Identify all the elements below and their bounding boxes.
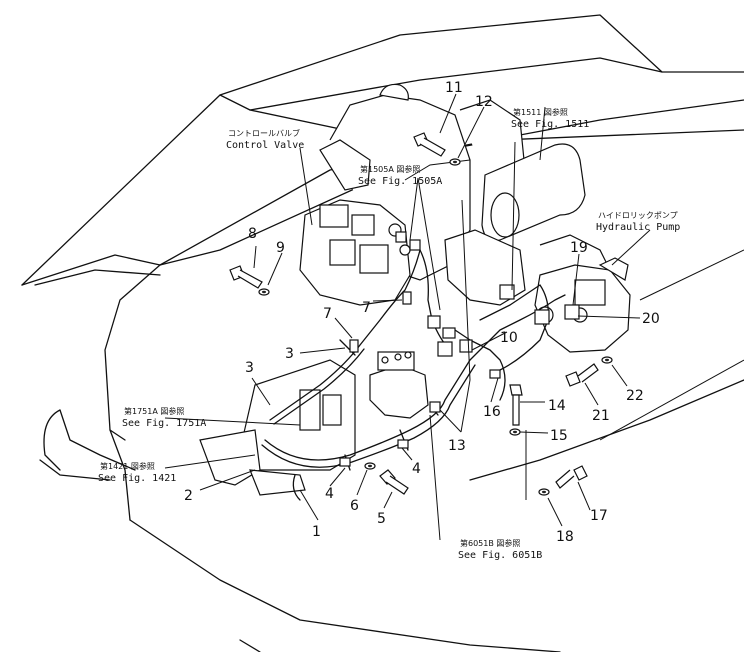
washer-22 xyxy=(601,356,613,364)
fig-6051b-ref-jp: 第6051B 図参照 xyxy=(460,538,520,548)
callout-6: 6 xyxy=(350,498,359,514)
fig-1511-ref-en: See Fig. 1511 xyxy=(511,119,589,130)
callout-4: 4 xyxy=(412,461,421,477)
callout-22: 22 xyxy=(626,388,644,404)
callout-14: 14 xyxy=(548,398,566,414)
washer-18 xyxy=(538,488,550,496)
callout-5: 5 xyxy=(377,511,386,527)
callout-9: 9 xyxy=(276,240,285,256)
callout-11: 11 xyxy=(445,80,463,96)
bolt-8 xyxy=(229,265,263,289)
control-valve-label-jp: コントロールバルブ xyxy=(228,128,300,138)
fig-1751a-ref-en: See Fig. 1751A xyxy=(122,418,206,429)
callout-18: 18 xyxy=(556,529,574,545)
bolt-14 xyxy=(509,384,523,426)
callout-21: 21 xyxy=(592,408,610,424)
relay-box xyxy=(199,359,356,496)
callout-16: 16 xyxy=(483,404,501,420)
fig-1751a-ref-jp: 第1751A 図参照 xyxy=(124,406,184,416)
fig-1505a-ref-jp: 第1505A 図参照 xyxy=(360,164,420,174)
wiring-harness xyxy=(261,249,566,501)
callout-3: 3 xyxy=(245,360,254,376)
callout-7: 7 xyxy=(362,300,371,316)
hydraulic-pump-label-en: Hydraulic Pump xyxy=(596,222,680,233)
engine-assembly xyxy=(319,83,611,306)
washer-15 xyxy=(509,428,521,436)
fig-1421-ref-jp: 第1421 図参照 xyxy=(100,461,155,471)
fig-1511-ref-jp: 第1511 図参照 xyxy=(513,107,568,117)
washer-12 xyxy=(449,158,461,166)
callout-4: 4 xyxy=(325,486,334,502)
callout-19: 19 xyxy=(570,240,588,256)
figure-references: 第1505A 図参照 See Fig. 1505A 第1511 図参照 See … xyxy=(98,107,589,561)
washer-9 xyxy=(258,288,270,296)
junction-box xyxy=(369,351,429,419)
component-labels: コントロールバルブ Control Valve ハイドロリックポンプ Hydra… xyxy=(226,128,680,233)
fig-1505a-ref-en: See Fig. 1505A xyxy=(358,176,442,187)
callout-2: 2 xyxy=(184,488,193,504)
washer-6 xyxy=(364,462,376,470)
callout-8: 8 xyxy=(248,226,257,242)
callout-7: 7 xyxy=(323,306,332,322)
hydraulic-pump-label-jp: ハイドロリックポンプ xyxy=(598,211,678,220)
bolt-21 xyxy=(565,363,599,387)
control-valve xyxy=(299,199,411,306)
bolt-11 xyxy=(413,132,446,157)
callout-12: 12 xyxy=(475,94,493,110)
leader-lines xyxy=(164,93,651,541)
hydraulic-pump xyxy=(534,257,631,353)
bolt-5 xyxy=(379,469,409,495)
callout-20: 20 xyxy=(642,311,660,327)
control-valve-label-en: Control Valve xyxy=(226,140,304,151)
bolt-17 xyxy=(555,465,588,489)
machine-body-outline xyxy=(21,14,744,652)
callout-13: 13 xyxy=(448,438,466,454)
callout-15: 15 xyxy=(550,428,568,444)
harness-clamps xyxy=(339,291,501,467)
callout-10: 10 xyxy=(500,330,518,346)
callout-17: 17 xyxy=(590,508,608,524)
callout-1: 1 xyxy=(312,524,321,540)
callout-numbers: 1 2 3 3 4 4 5 6 7 7 8 9 10 11 12 13 14 1… xyxy=(184,80,660,545)
connectors xyxy=(395,231,580,357)
fig-1421-ref-en: See Fig. 1421 xyxy=(98,473,176,484)
callout-3: 3 xyxy=(285,346,294,362)
fig-6051b-ref-en: See Fig. 6051B xyxy=(458,550,542,561)
